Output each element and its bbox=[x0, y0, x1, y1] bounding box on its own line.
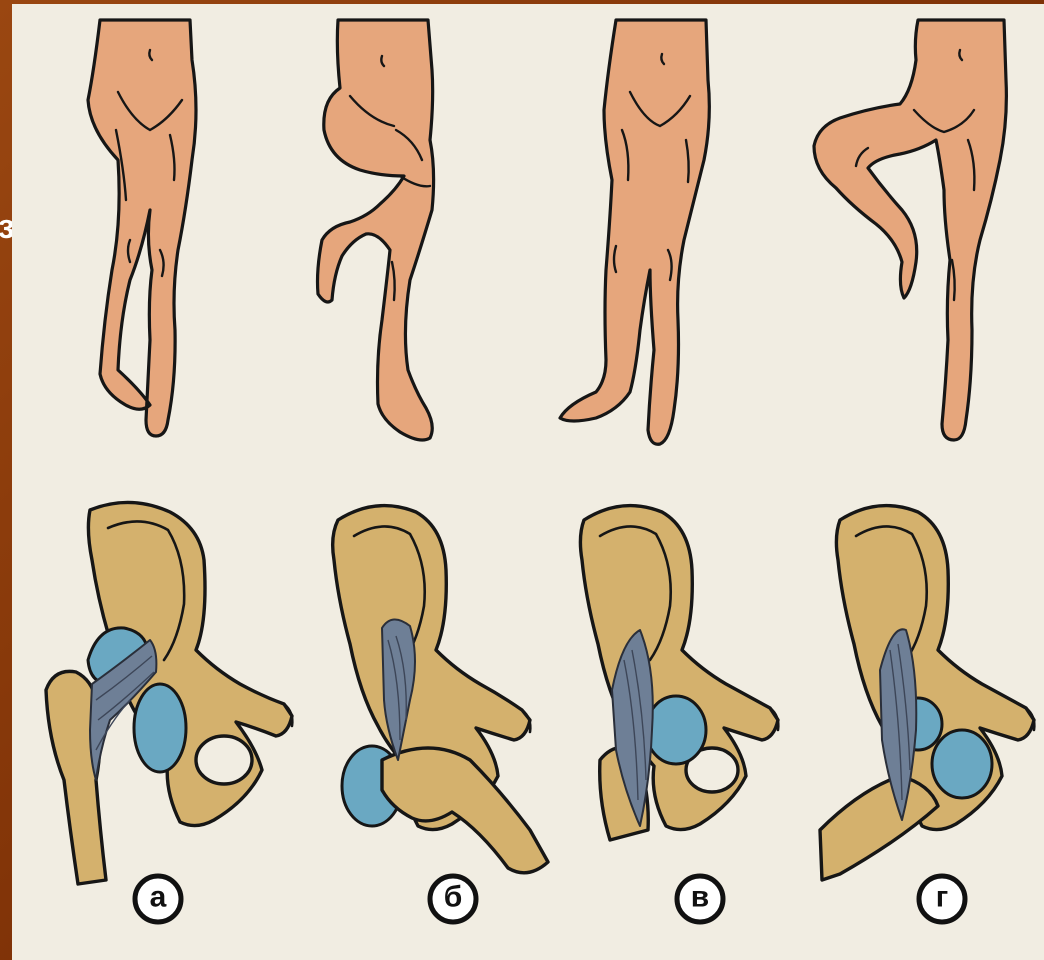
hip-joint-v bbox=[580, 506, 778, 840]
label-a-text: а bbox=[150, 881, 167, 914]
label-b-text: б bbox=[444, 881, 463, 914]
label-a: а bbox=[135, 876, 181, 922]
hip-dislocation-illustration: а б в г bbox=[12, 4, 1044, 960]
leg-figure-v bbox=[560, 20, 709, 444]
leg-figure-a bbox=[88, 20, 196, 436]
label-g-text: г bbox=[936, 881, 949, 914]
label-g: г bbox=[919, 876, 965, 922]
hip-joint-b bbox=[333, 506, 548, 873]
label-v-text: в bbox=[691, 881, 709, 914]
label-v: в bbox=[677, 876, 723, 922]
label-b: б bbox=[430, 876, 476, 922]
leg-figure-b bbox=[318, 20, 434, 440]
illustration-panel: а б в г bbox=[12, 4, 1044, 960]
hip-joint-g bbox=[820, 506, 1034, 880]
hip-joint-a bbox=[46, 502, 292, 884]
leg-figure-g bbox=[814, 20, 1006, 440]
